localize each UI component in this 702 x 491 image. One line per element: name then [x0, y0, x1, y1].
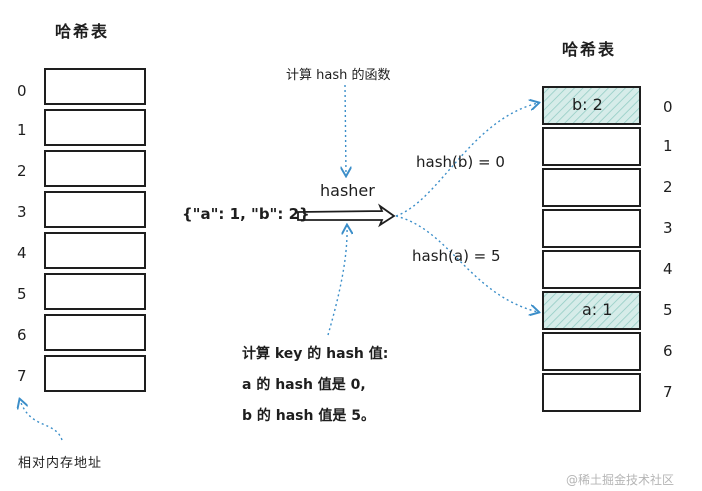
right-cell-1: [542, 127, 641, 166]
right-index-2: 2: [663, 178, 673, 196]
left-cell-7: [44, 355, 146, 392]
left-table: [44, 68, 146, 392]
hasher-top-note: 计算 hash 的函数: [286, 68, 391, 83]
watermark: @稀土掘金技术社区: [566, 473, 675, 487]
right-index-6: 6: [663, 342, 673, 360]
left-index-3: 3: [17, 203, 27, 221]
hasher-bottom-note-line-2: a 的 hash 值是 0,: [242, 377, 366, 393]
top-note-arrow: [345, 84, 346, 175]
right-cell-0: [542, 86, 641, 125]
right-cell-3: [542, 209, 641, 248]
left-index-2: 2: [17, 162, 27, 180]
hasher-arrow: [297, 203, 396, 228]
left-cell-1: [44, 109, 146, 146]
arrow-to-slot-5: [395, 215, 538, 312]
caption-arrow: [20, 400, 63, 441]
right-cell-7: [542, 373, 641, 412]
left-table-title: 哈希表: [55, 22, 110, 41]
right-table-title: 哈希表: [562, 40, 617, 59]
left-index-7: 7: [17, 367, 27, 385]
left-cell-3: [44, 191, 146, 228]
right-table: [542, 86, 641, 412]
bottom-note-arrow: [327, 226, 347, 336]
right-index-5: 5: [663, 301, 673, 319]
right-cell-2: [542, 168, 641, 207]
left-cell-5: [44, 273, 146, 310]
mapping-a: hash(a) = 5: [412, 247, 501, 265]
left-cell-0: [44, 68, 146, 105]
right-index-7: 7: [663, 383, 673, 401]
left-cell-4: [44, 232, 146, 269]
hasher-bottom-note-line-3: b 的 hash 值是 5。: [242, 408, 375, 424]
right-cell-4: [542, 250, 641, 289]
right-index-4: 4: [663, 260, 673, 278]
hasher-input: {"a": 1, "b": 2}: [182, 205, 310, 223]
left-cell-2: [44, 150, 146, 187]
right-index-3: 3: [663, 219, 673, 237]
left-index-6: 6: [17, 326, 27, 344]
left-index-5: 5: [17, 285, 27, 303]
left-index-0: 0: [17, 82, 27, 100]
mapping-b: hash(b) = 0: [416, 153, 505, 171]
right-cell-label-0: b: 2: [572, 95, 603, 114]
dotted-arrows: [20, 84, 538, 441]
left-index-4: 4: [17, 244, 27, 262]
left-table-caption: 相对内存地址: [18, 456, 103, 471]
left-cell-6: [44, 314, 146, 351]
right-index-0: 0: [663, 98, 673, 116]
right-cell-5: [542, 291, 641, 330]
hasher-label: hasher: [320, 181, 375, 200]
right-cell-6: [542, 332, 641, 371]
left-index-1: 1: [17, 121, 27, 139]
right-index-1: 1: [663, 137, 673, 155]
right-cell-label-5: a: 1: [582, 300, 613, 319]
hasher-bottom-note-line-1: 计算 key 的 hash 值:: [242, 346, 389, 362]
